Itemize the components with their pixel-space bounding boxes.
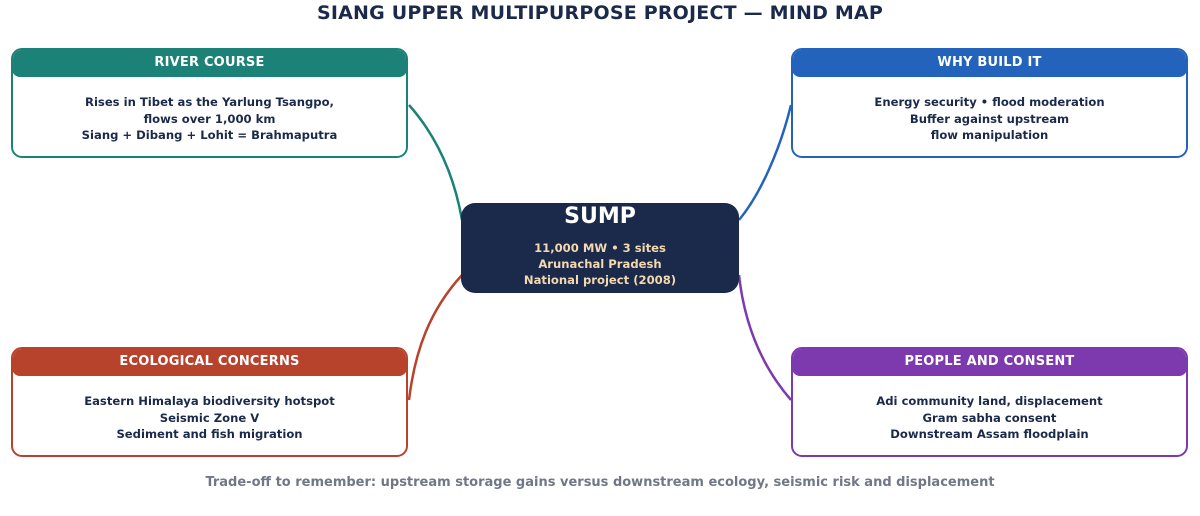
connector-eco <box>407 274 463 401</box>
central-node-line: 11,000 MW • 3 sites <box>534 241 666 255</box>
node-text-line: Rises in Tibet as the Yarlung Tsangpo, <box>85 95 334 109</box>
node-ecological-concerns: ECOLOGICAL CONCERNS Eastern Himalaya bio… <box>11 347 408 457</box>
page-title: SIANG UPPER MULTIPURPOSE PROJECT — MIND … <box>316 2 884 24</box>
node-text-line: Energy security • flood moderation <box>874 95 1105 109</box>
node-why-build-it: WHY BUILD IT Energy security • flood mod… <box>791 48 1188 158</box>
node-text-line: flows over 1,000 km <box>143 111 276 126</box>
node-people-and-consent-header: PEOPLE AND CONSENT <box>793 349 1186 376</box>
node-ecological-concerns-header: ECOLOGICAL CONCERNS <box>13 349 406 376</box>
node-why-build-it-header: WHY BUILD IT <box>793 50 1186 77</box>
node-river-course: RIVER COURSE Rises in Tibet as the Yarlu… <box>11 48 408 158</box>
connector-people <box>737 274 792 401</box>
node-people-and-consent-body: Adi community land, displacement Gram sa… <box>793 376 1186 443</box>
node-text-line: flow manipulation <box>930 128 1049 142</box>
central-node-title: SUMP <box>564 204 636 229</box>
central-node-sump: SUMP 11,000 MW • 3 sites Arunachal Prade… <box>461 203 739 293</box>
footer-note: Trade-off to remember: upstream storage … <box>205 475 995 490</box>
node-ecological-concerns-body: Eastern Himalaya biodiversity hotspot Se… <box>13 376 406 443</box>
node-text-line: Siang + Dibang + Lohit = Brahmaputra <box>81 128 338 142</box>
node-people-and-consent: PEOPLE AND CONSENT Adi community land, d… <box>791 347 1188 457</box>
central-node-line: Arunachal Pradesh <box>538 257 662 271</box>
node-river-course-body: Rises in Tibet as the Yarlung Tsangpo, f… <box>13 77 406 144</box>
node-text-line: Buffer against upstream <box>909 111 1070 126</box>
node-river-course-header: RIVER COURSE <box>13 50 406 77</box>
central-node-details: 11,000 MW • 3 sites Arunachal Pradesh Na… <box>461 231 739 288</box>
connector-why <box>738 104 793 221</box>
node-text-line: Gram sabha consent <box>922 410 1057 425</box>
node-text-line: Adi community land, displacement <box>876 394 1103 408</box>
node-text-line: Seismic Zone V <box>159 410 260 425</box>
node-text-line: Downstream Assam floodplain <box>890 427 1089 441</box>
node-text-line: Sediment and fish migration <box>116 427 303 441</box>
node-text-line: Eastern Himalaya biodiversity hotspot <box>84 394 335 408</box>
central-node-line: National project (2008) <box>523 273 677 287</box>
connector-river <box>408 104 464 221</box>
node-why-build-it-body: Energy security • flood moderation Buffe… <box>793 77 1186 144</box>
